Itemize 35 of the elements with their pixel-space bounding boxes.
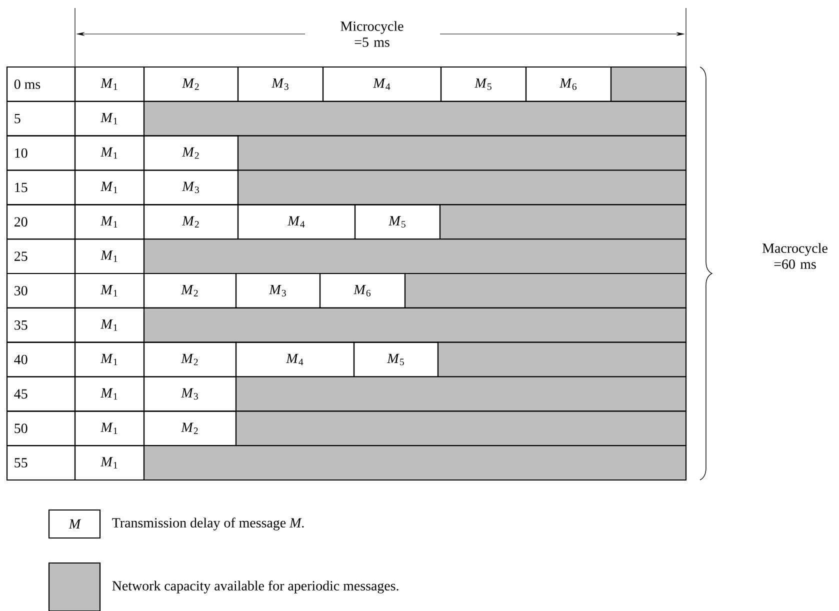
shaded-bar bbox=[404, 272, 687, 308]
table-cell: M$_{1}$ bbox=[74, 342, 145, 378]
table-cell: M$_{1}$ bbox=[74, 66, 145, 102]
dimension-label: Microcycle =5 ms bbox=[340, 21, 404, 47]
table-cell: 15 bbox=[6, 170, 76, 206]
table-cell: 25 bbox=[6, 238, 76, 274]
shaded-bar bbox=[437, 342, 687, 378]
legend-sample: M bbox=[48, 509, 101, 539]
table-cell: M$_{1}$ bbox=[74, 376, 145, 412]
table-cell: 5 bbox=[6, 100, 76, 136]
table-cell: 50 bbox=[6, 410, 76, 446]
table-cell: 20 bbox=[6, 204, 76, 240]
brace-label: Macrocycle =60 ms bbox=[762, 243, 828, 269]
shaded-bar bbox=[143, 445, 687, 481]
table-cell: 35 bbox=[6, 307, 76, 343]
table-cell: M$_{1}$ bbox=[74, 170, 145, 206]
table-cell: 45 bbox=[6, 376, 76, 412]
table-cell: 40 bbox=[6, 342, 76, 378]
table-cell: M$_{1}$ bbox=[74, 135, 145, 171]
table-cell: 10 bbox=[6, 135, 76, 171]
table-cell: M$_{1}$ bbox=[74, 410, 145, 446]
table-cell: M$_{1}$ bbox=[74, 272, 145, 308]
table-cell: M$_{2}$ bbox=[143, 342, 237, 378]
shaded-bar bbox=[235, 376, 687, 412]
shaded-bar bbox=[439, 204, 687, 240]
shaded-bar bbox=[235, 410, 687, 446]
table-cell: 0 ms bbox=[6, 66, 76, 102]
legend-text: Transmission delay of message M. bbox=[112, 518, 304, 530]
shaded-bar bbox=[237, 135, 687, 171]
table-cell: 30 bbox=[6, 272, 76, 308]
legend-text: Network capacity available for aperiodic messages. bbox=[112, 580, 398, 594]
table-cell: 55 bbox=[6, 445, 76, 481]
shaded-bar bbox=[237, 170, 687, 206]
table-cell: M$_{1}$ bbox=[74, 204, 145, 240]
shaded-bar bbox=[610, 66, 687, 102]
